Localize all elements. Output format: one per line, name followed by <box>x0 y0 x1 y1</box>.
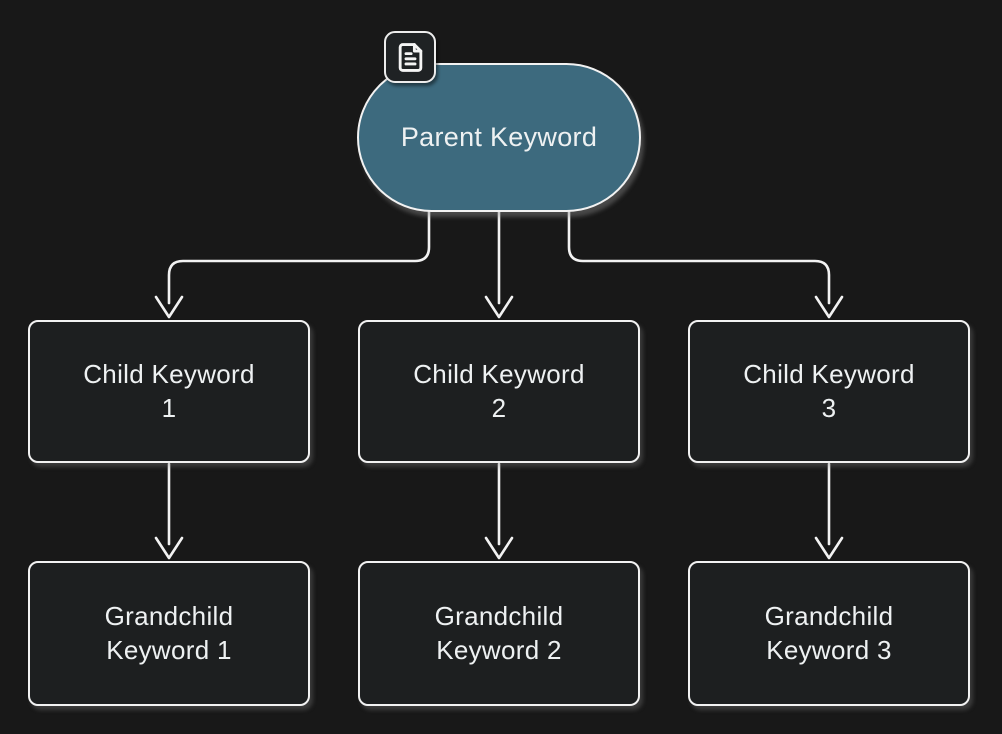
arrowhead-child2 <box>484 295 514 319</box>
node-label: Child Keyword <box>413 359 585 390</box>
node-label: Keyword 2 <box>436 634 562 665</box>
node-parent-keyword: Parent Keyword <box>357 63 641 212</box>
node-label: Grandchild <box>764 601 894 632</box>
node-label: Keyword 1 <box>106 634 232 665</box>
node-label: Keyword 3 <box>766 634 892 665</box>
document-icon-badge <box>384 31 436 83</box>
file-text-icon <box>398 42 422 72</box>
node-label: 3 <box>821 392 837 423</box>
node-label: 2 <box>491 392 507 423</box>
arrowhead-grandchild3 <box>814 536 844 560</box>
arrowhead-grandchild1 <box>154 536 184 560</box>
arrowhead-child1 <box>154 295 184 319</box>
arrowhead-grandchild2 <box>484 536 514 560</box>
edge-parent-child1 <box>167 210 431 305</box>
node-grandchild-keyword-1: Grandchild Keyword 1 <box>28 561 310 706</box>
node-label: Grandchild <box>104 601 234 632</box>
edge-parent-child3 <box>567 210 831 305</box>
arrowhead-child3 <box>814 295 844 319</box>
node-label: Child Keyword <box>83 359 255 390</box>
node-child-keyword-3: Child Keyword 3 <box>688 320 970 463</box>
node-child-keyword-2: Child Keyword 2 <box>358 320 640 463</box>
node-grandchild-keyword-3: Grandchild Keyword 3 <box>688 561 970 706</box>
node-grandchild-keyword-2: Grandchild Keyword 2 <box>358 561 640 706</box>
node-label: Child Keyword <box>743 359 915 390</box>
node-label: Grandchild <box>434 601 564 632</box>
parent-keyword-label: Parent Keyword <box>400 122 598 153</box>
node-child-keyword-1: Child Keyword 1 <box>28 320 310 463</box>
node-label: 1 <box>161 392 177 423</box>
